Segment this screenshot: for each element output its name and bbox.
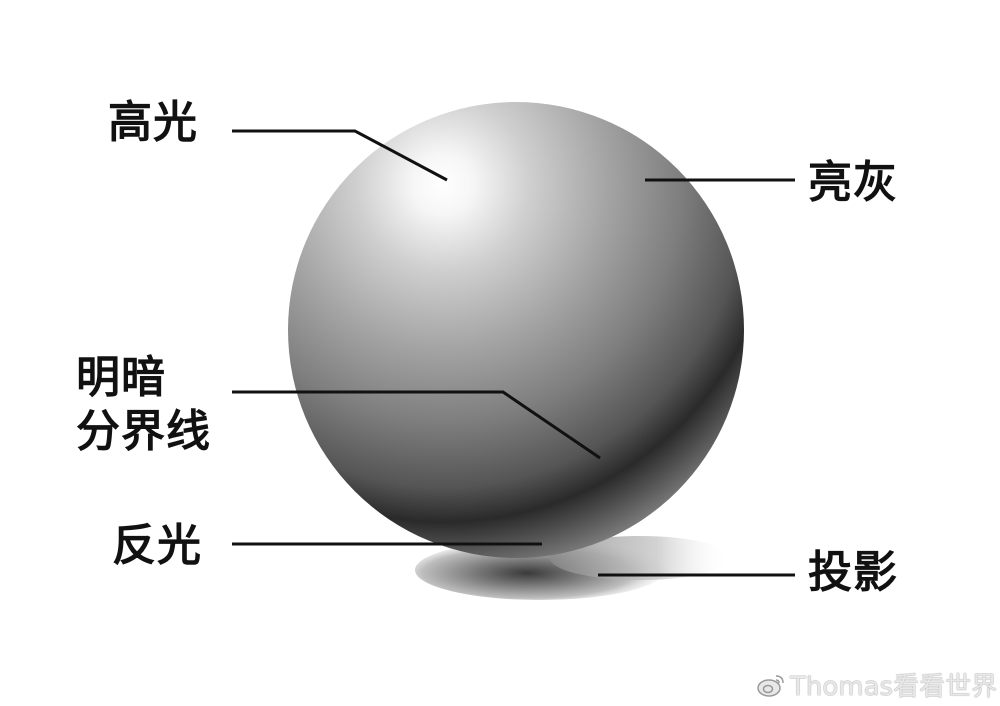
watermark: Thomas看看世界: [756, 666, 997, 703]
leader-line-highlight: [232, 129, 448, 182]
leader-line-terminator: [232, 390, 601, 460]
label-terminator-line2: 分界线: [76, 406, 211, 457]
cast-shadow-tail: [550, 536, 730, 580]
watermark-text: Thomas看看世界: [790, 672, 998, 702]
leader-lines: [232, 129, 795, 577]
cast-shadow: [415, 536, 730, 600]
label-cast-shadow: 投影: [808, 547, 898, 598]
label-reflected-light: 反光: [112, 520, 202, 571]
sphere: [288, 102, 744, 558]
label-highlight: 高光: [108, 97, 198, 148]
label-terminator-line1: 明暗: [76, 352, 166, 403]
label-light-gray: 亮灰: [808, 157, 898, 208]
weibo-icon: [757, 674, 784, 697]
